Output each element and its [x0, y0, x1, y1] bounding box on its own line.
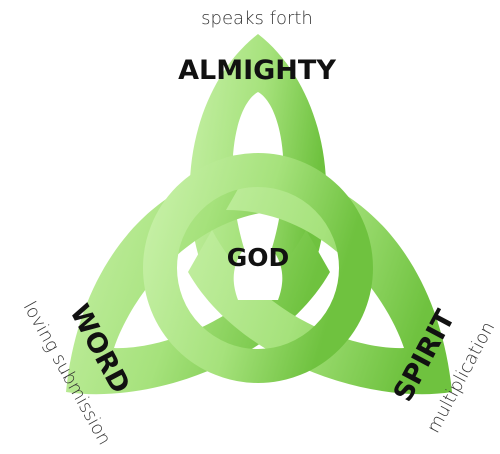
top-lobe: [189, 34, 327, 318]
right-lobe: [188, 167, 452, 395]
relation-label-speaks-forth: speaks forth: [201, 8, 313, 29]
triquetra-knot-icon: [66, 34, 452, 395]
center-ring: [143, 153, 373, 383]
node-label-god: GOD: [227, 243, 290, 272]
node-label-almighty: ALMIGHTY: [178, 55, 336, 86]
center-gap: [233, 232, 283, 300]
